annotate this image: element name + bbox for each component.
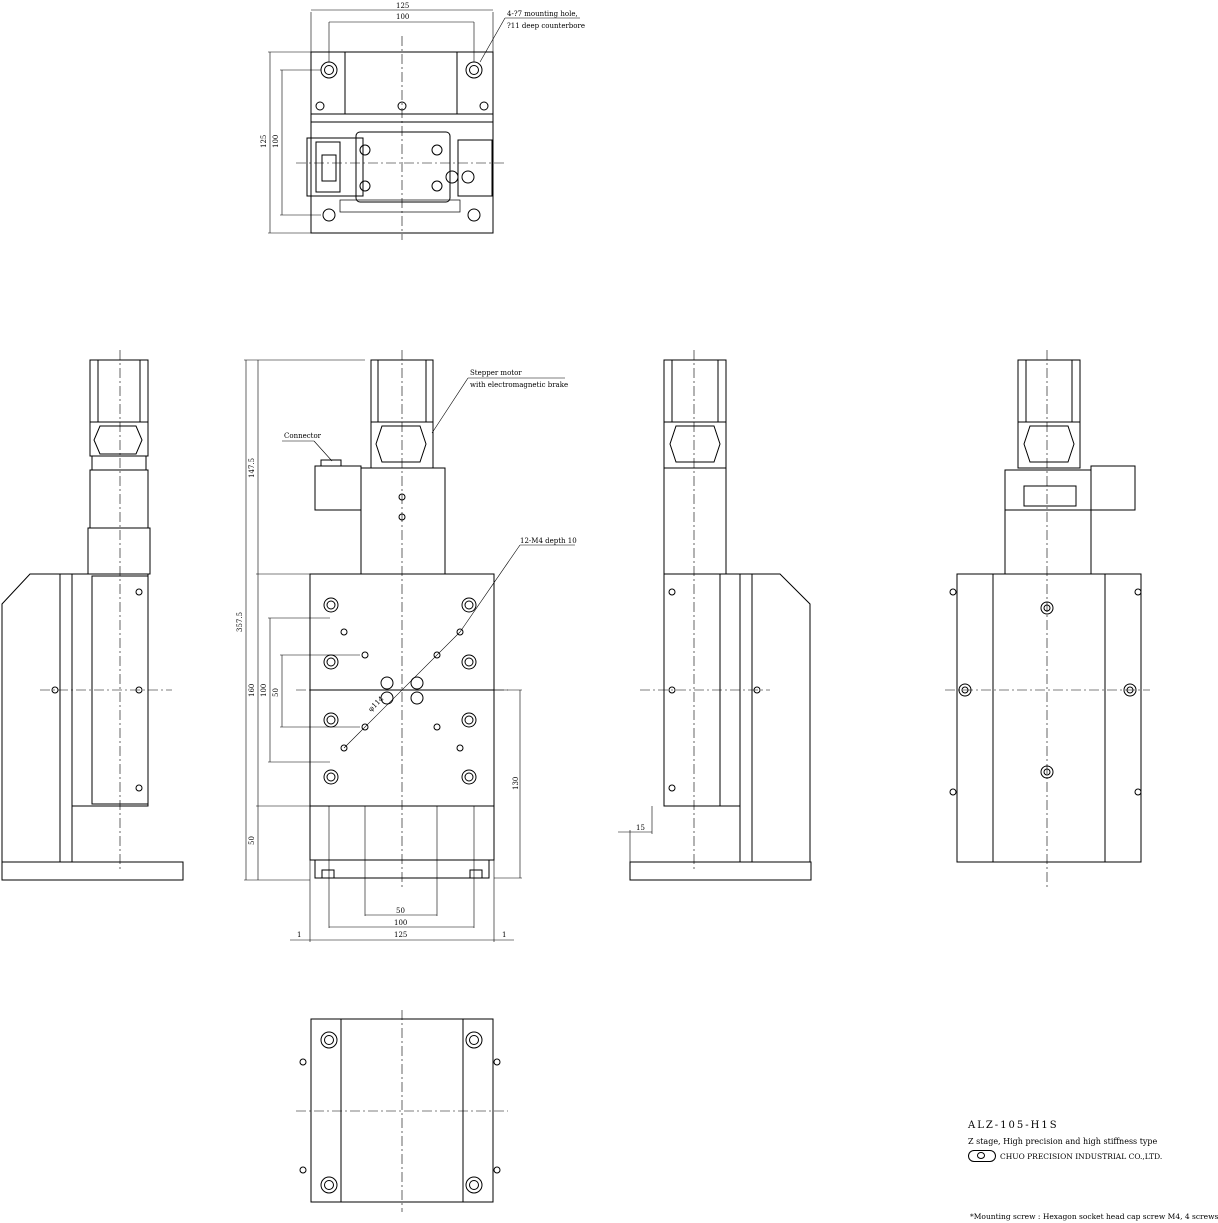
front-tapped-holes [323, 597, 477, 785]
title-block: ALZ-105-H1S Z stage, High precision and … [968, 1120, 1198, 1162]
right-side-view: 15 [618, 350, 812, 881]
company-row: CHUO PRECISION INDUSTRIAL CO.,LTD. [968, 1150, 1198, 1162]
dim-side-15: 15 [636, 824, 645, 832]
label-mounting-hole-2: ?11 deep counterbore [507, 22, 585, 30]
dim-right-130: 130 [512, 777, 520, 790]
rear-view [945, 350, 1150, 890]
dim-table-height: 160 [248, 684, 256, 697]
dim-bottom-100: 100 [394, 919, 407, 927]
dim-top-125: 125 [396, 2, 409, 10]
label-connector: Connector [284, 432, 322, 440]
label-tapped-holes: 12-M4 depth 10 [520, 537, 577, 545]
left-side-view [1, 350, 184, 881]
company-logo-icon [968, 1150, 996, 1162]
dim-total-height: 357.5 [236, 612, 244, 632]
dim-bottom-125: 125 [394, 931, 407, 939]
dim-top-100: 100 [396, 13, 409, 21]
dim-pcd: φ114 [367, 694, 386, 713]
dim-hole-100: 100 [260, 684, 268, 697]
dim-bottom-right-1: 1 [502, 931, 506, 939]
model-description: Z stage, High precision and high stiffne… [968, 1137, 1158, 1146]
dim-motor-height: 147.5 [248, 458, 256, 478]
label-motor-2: with electromagnetic brake [470, 381, 568, 389]
mounting-screw-note: *Mounting screw : Hexagon socket head ca… [970, 1212, 1218, 1221]
bottom-view [296, 1010, 508, 1212]
top-view: 125 100 125 100 4-?7 mounting hole, ?11 … [260, 2, 585, 240]
label-mounting-hole-1: 4-?7 mounting hole, [507, 10, 578, 18]
front-view: 147.5 357.5 160 100 50 50 130 50 100 125… [236, 350, 577, 942]
dim-base-50: 50 [248, 836, 256, 845]
company-name: CHUO PRECISION INDUSTRIAL CO.,LTD. [1000, 1151, 1163, 1161]
model-number: ALZ-105-H1S [968, 1120, 1059, 1131]
label-motor-1: Stepper motor [470, 369, 522, 377]
dim-hole-50: 50 [272, 688, 280, 697]
dim-top-height-100: 100 [272, 135, 280, 148]
dim-bottom-left-1: 1 [297, 931, 301, 939]
dim-bottom-50: 50 [396, 907, 405, 915]
dim-top-height-125: 125 [260, 135, 268, 148]
